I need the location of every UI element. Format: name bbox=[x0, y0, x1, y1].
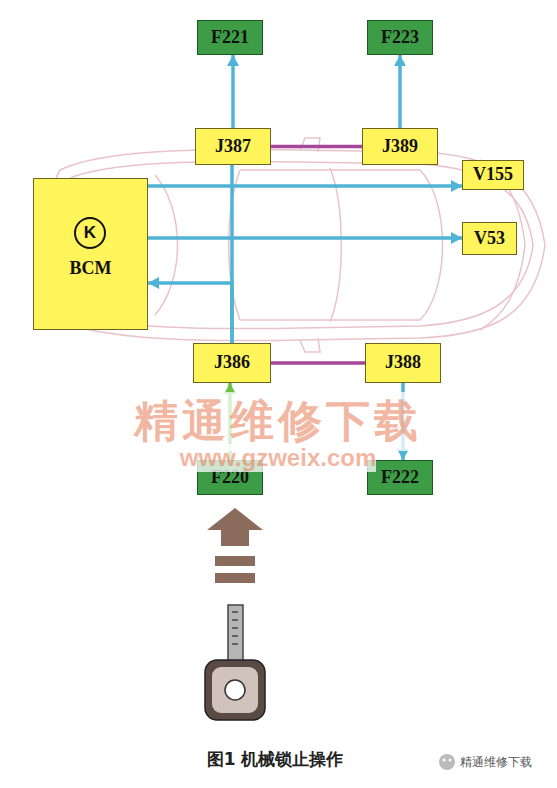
node-label: K bbox=[84, 224, 96, 243]
actuator-box: V53 bbox=[462, 222, 517, 255]
key-symbol bbox=[205, 605, 265, 720]
k-symbol: K bbox=[74, 217, 106, 249]
node-label: J389 bbox=[382, 137, 418, 157]
node-label: BCM bbox=[70, 259, 112, 279]
switch-box: F221 bbox=[197, 20, 263, 55]
signal-connector bbox=[227, 55, 239, 128]
node-label: J388 bbox=[385, 353, 421, 373]
node-label: F221 bbox=[211, 28, 249, 48]
control-unit: J386 bbox=[193, 343, 271, 383]
figure-caption: 图1 机械锁止操作 bbox=[207, 748, 344, 771]
push-arrow bbox=[207, 508, 263, 583]
node-label: V53 bbox=[474, 229, 505, 249]
signal-connector bbox=[148, 277, 232, 343]
control-unit: J387 bbox=[195, 128, 271, 165]
signal-connector bbox=[394, 55, 406, 128]
control-unit: J388 bbox=[365, 343, 441, 383]
node-label: J386 bbox=[214, 353, 250, 373]
signal-connector bbox=[148, 232, 462, 244]
node-label: J387 bbox=[215, 137, 251, 157]
watermark-url: www.gzweix.com bbox=[180, 444, 377, 472]
wechat-icon bbox=[439, 754, 455, 770]
node-label: V155 bbox=[473, 165, 513, 185]
actuator-box: V155 bbox=[462, 160, 524, 190]
signal-connector bbox=[271, 363, 365, 364]
control-unit: J389 bbox=[362, 128, 438, 165]
bcm-box: BCM K bbox=[33, 178, 148, 330]
switch-box: F222 bbox=[367, 460, 433, 495]
watermark-text: 精通维修下载 bbox=[134, 392, 422, 451]
switch-box: F223 bbox=[367, 20, 433, 55]
source-label: 精通维修下载 bbox=[460, 754, 532, 771]
signal-connector bbox=[148, 180, 462, 192]
node-label: F223 bbox=[381, 28, 419, 48]
node-label: F222 bbox=[381, 468, 419, 488]
signal-connector bbox=[271, 146, 362, 147]
